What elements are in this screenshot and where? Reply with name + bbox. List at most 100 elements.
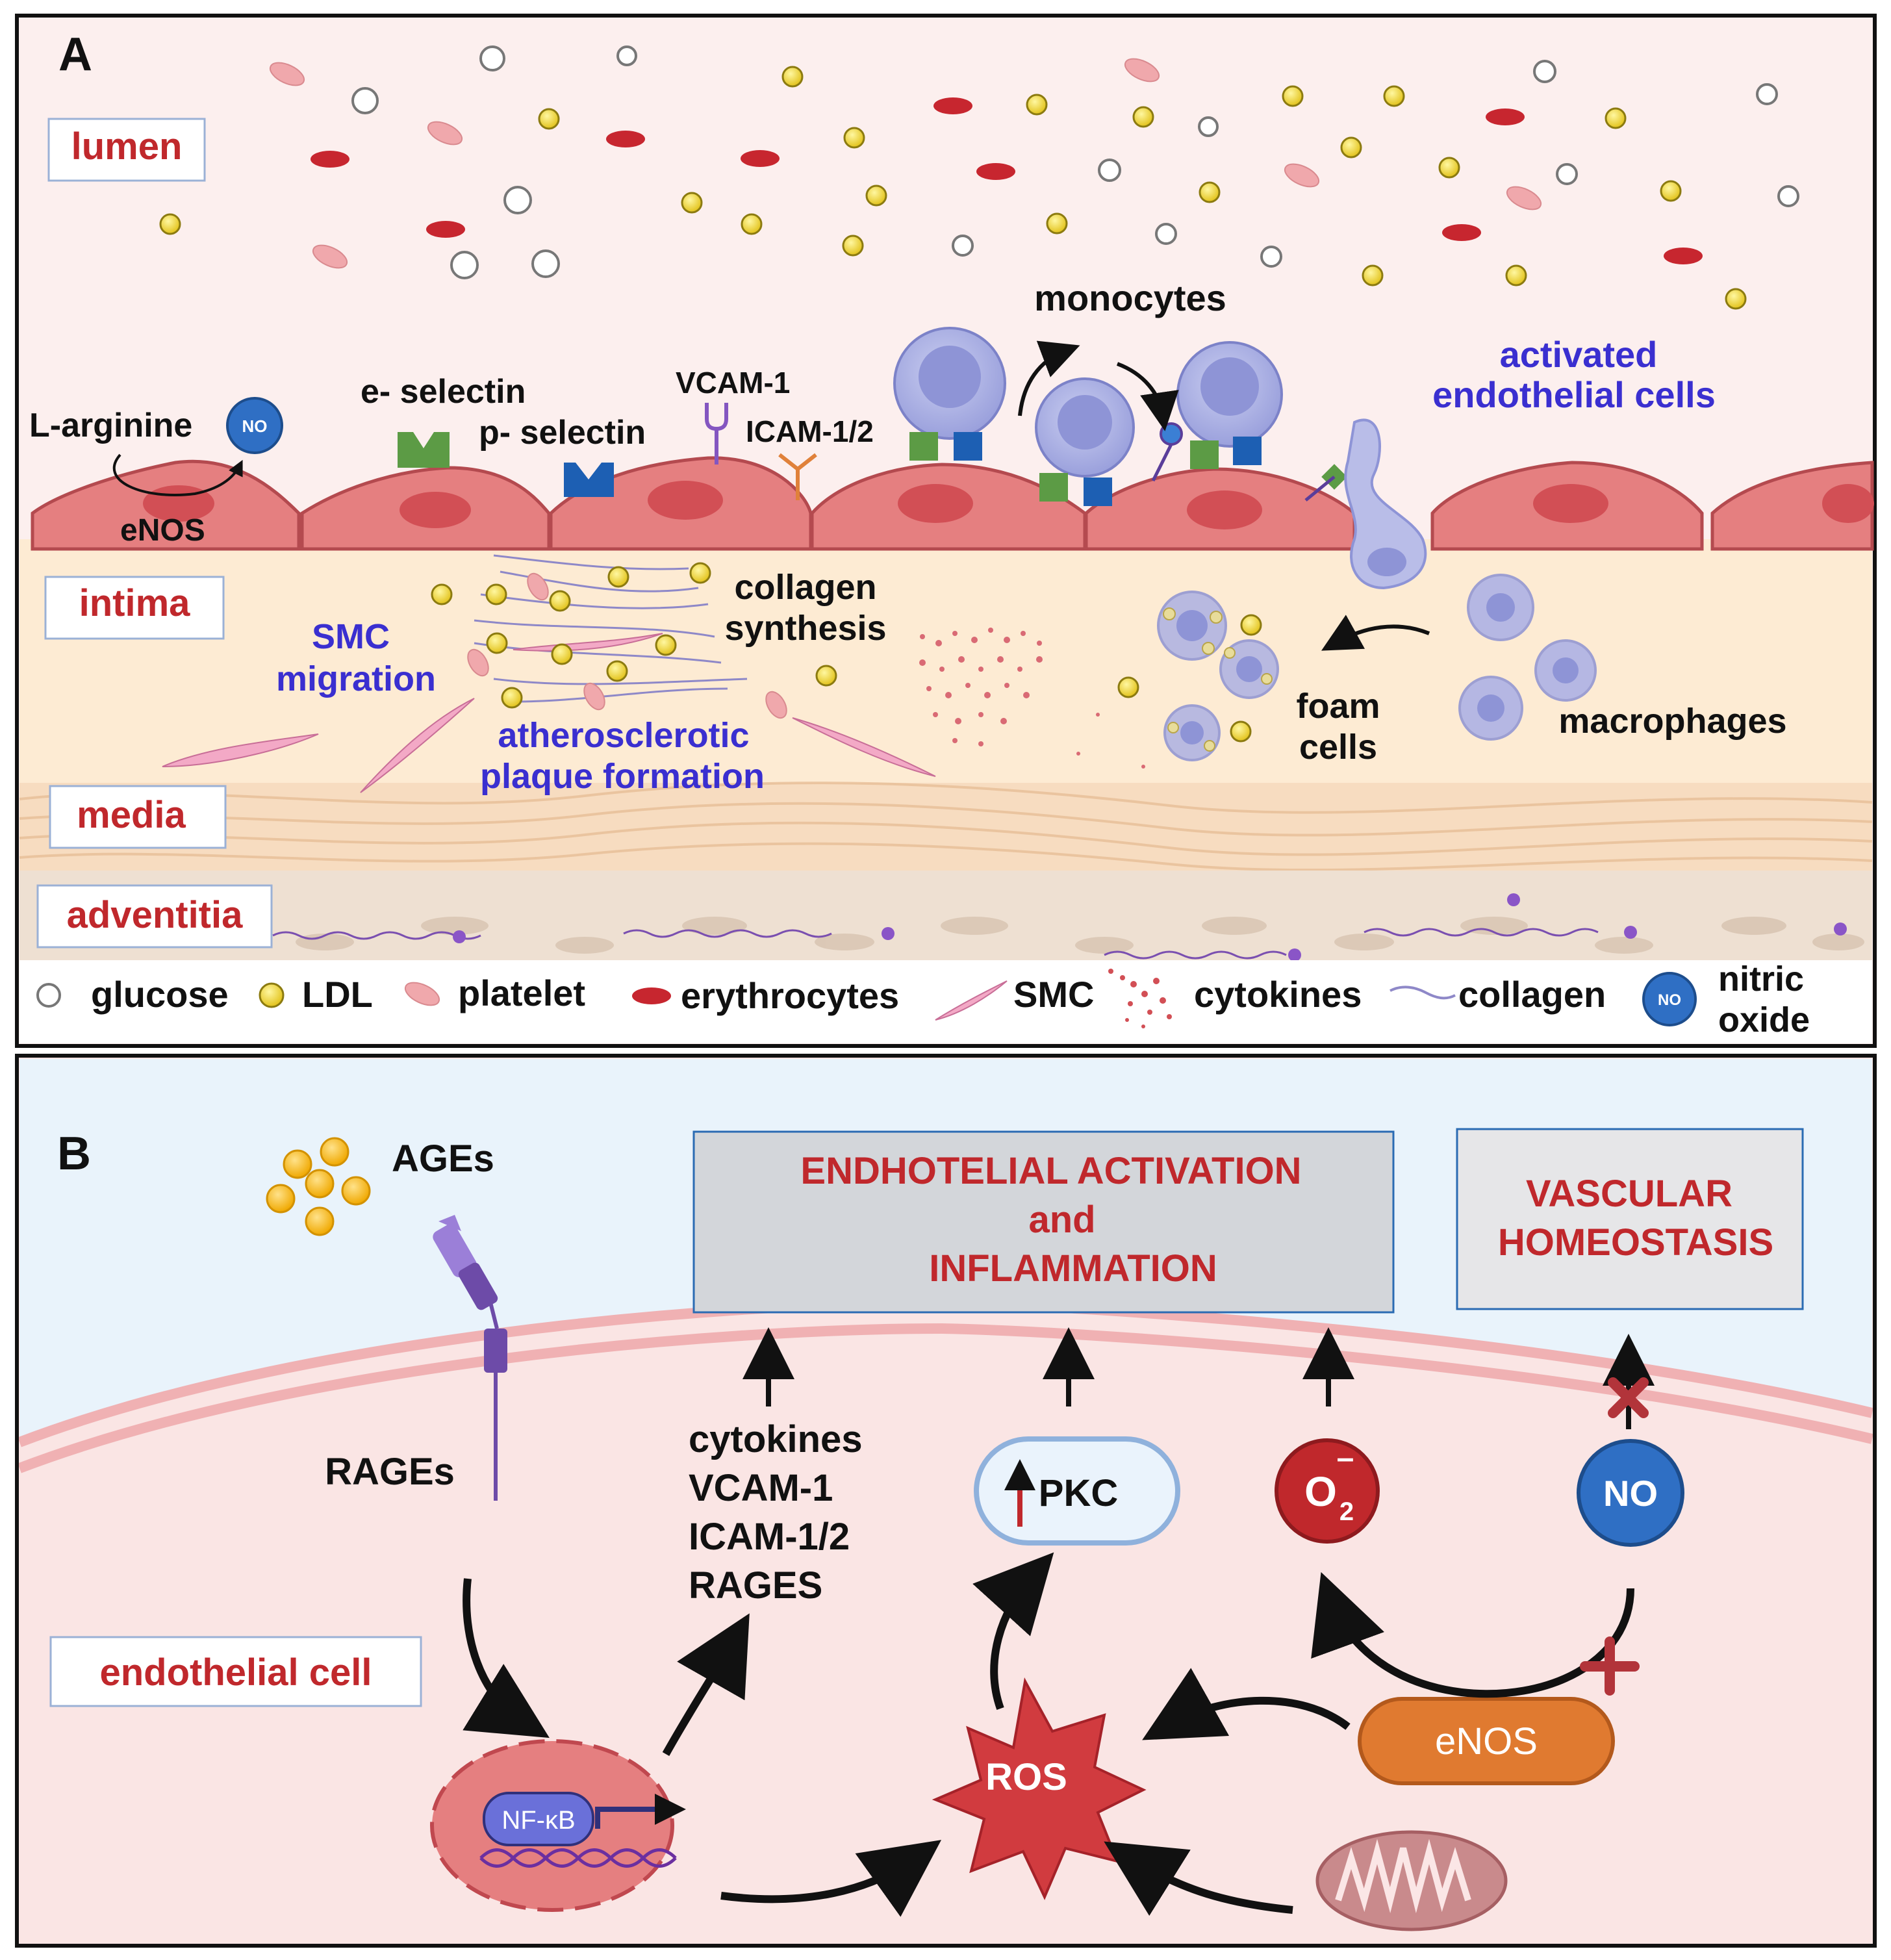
activation-line-2: and <box>1028 1199 1095 1241</box>
pathway-arrows <box>463 1552 1634 1917</box>
panel-a-letter: A <box>58 29 92 81</box>
no-badge-label: NO <box>242 416 268 436</box>
rage-receptor-icon <box>433 1215 507 1501</box>
nfkb-node <box>483 1792 594 1846</box>
media-fibers <box>19 782 1873 872</box>
smc-label-2: migration <box>276 659 436 698</box>
adventitia-label-box <box>36 884 273 948</box>
legend-nitric-1: nitric <box>1718 960 1804 999</box>
legend-no-icon <box>1642 972 1697 1026</box>
legend-collagen: collagen <box>1458 974 1606 1015</box>
up-arrows <box>742 1327 1655 1429</box>
nfkb-label: NF-κB <box>501 1806 575 1835</box>
legend-glucose: glucose <box>91 974 229 1015</box>
lumen-label: lumen <box>71 125 183 168</box>
panel-a: A lumen intima media adventitia <box>15 14 1877 1048</box>
legend-ldl: LDL <box>302 974 373 1015</box>
nucleus-to-mediators-arrow <box>662 1613 750 1756</box>
macrophages-label: macrophages <box>1558 702 1786 741</box>
foam-label-2: cells <box>1299 728 1377 767</box>
foam-cells <box>1157 591 1279 761</box>
legend-platelet: platelet <box>458 973 585 1013</box>
monocyte-roll-arrow-2 <box>1116 362 1179 431</box>
cell-membrane-inner <box>18 1323 1873 1473</box>
mediator-item: RAGES <box>689 1564 822 1607</box>
homeostasis-line-1: VASCULAR <box>1526 1173 1732 1215</box>
transcription-arrow-icon <box>595 1794 686 1829</box>
macrophage-cells <box>1458 574 1597 741</box>
legend: glucose LDL platelet erythrocytes SMC cy… <box>36 960 1810 1039</box>
mediator-item: VCAM-1 <box>689 1467 833 1509</box>
lumen-label-box <box>47 118 206 182</box>
superoxide-sup: – <box>1337 1441 1354 1475</box>
platelet-particles <box>269 58 1542 269</box>
endothelial-cell-label: endothelial cell <box>100 1651 372 1694</box>
mediator-item: ICAM-1/2 <box>689 1516 850 1558</box>
glucose-particles <box>351 45 1799 279</box>
legend-ldl-icon <box>259 982 285 1008</box>
panel-b-border <box>15 1054 1877 1948</box>
ros-label: ROS <box>985 1756 1067 1798</box>
collagen-label-2: synthesis <box>724 609 886 648</box>
p-selectin-label: p- selectin <box>479 414 646 452</box>
activation-line-3: INFLAMMATION <box>929 1247 1217 1290</box>
enos-label-a: eNOS <box>120 513 205 548</box>
legend-nitric-2: oxide <box>1718 1000 1810 1039</box>
legend-no-icon-label: NO <box>1658 991 1681 1009</box>
legend-strip <box>19 960 1872 1043</box>
ros-node <box>932 1677 1147 1900</box>
no-badge-icon <box>226 397 283 454</box>
enos-arrow <box>112 453 243 496</box>
monocyte-roll-arrow-1 <box>1018 340 1080 416</box>
ros-to-pkc-arrow <box>972 1552 1054 1711</box>
macrophage-arrow <box>1321 615 1430 651</box>
ages-icon <box>266 1137 371 1236</box>
legend-glucose-icon <box>36 983 61 1008</box>
legend-cytokines-icon <box>1108 969 1172 1028</box>
cytokine-cloud <box>919 628 1145 769</box>
collagen-fibers <box>474 554 748 703</box>
legend-smc: SMC <box>1013 974 1094 1015</box>
legend-platelet-icon <box>404 982 440 1006</box>
legend-erythrocytes: erythrocytes <box>681 975 899 1016</box>
adventitia-label: adventitia <box>67 894 243 936</box>
athero-label-2: plaque formation <box>480 757 765 796</box>
transmigrating-monocyte <box>1344 418 1427 590</box>
monocytes-label: monocytes <box>1034 277 1226 318</box>
endothelial-nuclei <box>143 481 1874 529</box>
smc-label-1: SMC <box>312 617 390 656</box>
media-label-box <box>49 785 227 849</box>
panel-b-letter: B <box>57 1128 91 1180</box>
inhibition-plus-icon <box>1580 1636 1640 1696</box>
pkc-label: PKC <box>1039 1472 1118 1514</box>
activated-label-2: endothelial cells <box>1432 374 1716 415</box>
endothelial-cell <box>1710 461 1874 551</box>
vcam1-label: VCAM-1 <box>676 366 790 400</box>
foam-label-1: foam <box>1296 687 1380 726</box>
mediator-item: cytokines <box>689 1418 863 1460</box>
p-selectin-icon <box>564 463 614 497</box>
l-arginine-label: L-arginine <box>29 407 192 444</box>
nucleus-to-ros-arrow <box>720 1840 942 1917</box>
legend-collagen-icon <box>1390 986 1456 1000</box>
panel-a-border <box>15 14 1877 1048</box>
endothelial-cell-label-box <box>49 1636 422 1707</box>
superoxide-sub: 2 <box>1339 1497 1354 1526</box>
adventitia-collagen <box>272 928 1599 960</box>
dna-icon <box>479 1848 677 1868</box>
monocyte-cells <box>893 327 1283 477</box>
intima-label: intima <box>79 582 191 624</box>
block-x-icon <box>1608 1377 1649 1418</box>
e-selectin-icon <box>398 432 450 468</box>
mediator-list: cytokines VCAM-1 ICAM-1/2 RAGES <box>689 1418 863 1607</box>
mito-to-ros-arrow <box>1104 1841 1293 1916</box>
superoxide-node <box>1275 1438 1380 1544</box>
intima-ldl <box>431 562 1262 743</box>
no-node <box>1577 1439 1684 1547</box>
legend-erythrocyte-icon <box>632 987 671 1004</box>
erythrocyte-particles <box>311 97 1703 264</box>
icam-label: ICAM-1/2 <box>746 414 874 448</box>
icam-icon <box>778 453 817 500</box>
